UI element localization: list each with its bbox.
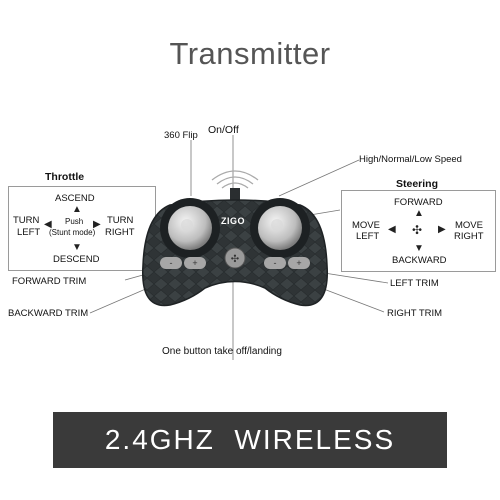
- arrow-down-icon: ▼: [414, 243, 424, 254]
- throttle-right-label-2: RIGHT: [105, 227, 135, 238]
- arrow-left-icon: ◀: [388, 224, 396, 235]
- arrow-down-icon: ▼: [72, 242, 82, 253]
- left-trim-button[interactable]: [264, 257, 286, 269]
- svg-text:✣: ✣: [231, 254, 239, 265]
- steering-left-label-2: LEFT: [356, 231, 380, 242]
- wireless-banner: 2.4GHZ WIRELESS: [53, 412, 447, 468]
- svg-text:-: -: [274, 258, 277, 268]
- forward-trim-button[interactable]: [160, 257, 182, 269]
- arrow-up-icon: ▲: [72, 204, 82, 215]
- controller: ✣ - + - +: [141, 170, 329, 307]
- throttle-left-label-1: TURN: [13, 215, 40, 226]
- steering-left-label-1: MOVE: [352, 220, 380, 231]
- power-label: On/Off: [208, 124, 239, 136]
- brand-logo: ZIGO: [221, 216, 245, 226]
- forward-trim-label: FORWARD TRIM: [12, 276, 87, 287]
- left-trim-label: LEFT TRIM: [390, 278, 439, 289]
- svg-text:-: -: [170, 258, 173, 268]
- throttle-down-label: DESCEND: [53, 254, 100, 265]
- takeoff-landing-label: One button take off/landing: [162, 346, 282, 357]
- page-title: Transmitter: [169, 36, 331, 71]
- backward-trim-label: BACKWARD TRIM: [8, 308, 89, 319]
- svg-text:+: +: [296, 258, 301, 268]
- wireless-banner-text: 2.4GHZ WIRELESS: [104, 424, 396, 455]
- speed-label: High/Normal/Low Speed: [359, 154, 462, 165]
- arrow-up-icon: ▲: [414, 208, 424, 219]
- steering-right-label-1: MOVE: [455, 220, 483, 231]
- steering-header: Steering: [396, 178, 439, 190]
- backward-trim-button[interactable]: [184, 257, 206, 269]
- throttle-header: Throttle: [45, 171, 85, 183]
- right-trim-label: RIGHT TRIM: [387, 308, 443, 319]
- throttle-up-label: ASCEND: [55, 193, 95, 204]
- svg-text:+: +: [192, 258, 197, 268]
- flip-label: 360 Flip: [164, 130, 198, 141]
- steering-box: FORWARD ▲ MOVE LEFT ◀ ✣ ▶ MOVE RIGHT ▼ B…: [341, 190, 496, 272]
- right-trim-button[interactable]: [288, 257, 310, 269]
- arrow-right-icon: ▶: [438, 224, 446, 235]
- throttle-box: ASCEND ▲ TURN LEFT ◀ Push (Stunt mode) ▶…: [8, 186, 156, 271]
- throttle-left-label-2: LEFT: [17, 227, 41, 238]
- takeoff-button[interactable]: [224, 247, 246, 269]
- signal-waves-icon: [211, 170, 259, 189]
- steering-down-label: BACKWARD: [392, 255, 447, 266]
- arrow-right-icon: ▶: [93, 219, 101, 230]
- throttle-right-label-1: TURN: [107, 215, 134, 226]
- push-label: Push: [65, 217, 84, 226]
- arrow-left-icon: ◀: [44, 219, 52, 230]
- stunt-label: (Stunt mode): [49, 228, 96, 237]
- drone-icon: ✣: [412, 223, 423, 237]
- steering-right-label-2: RIGHT: [454, 231, 484, 242]
- steering-up-label: FORWARD: [394, 197, 443, 208]
